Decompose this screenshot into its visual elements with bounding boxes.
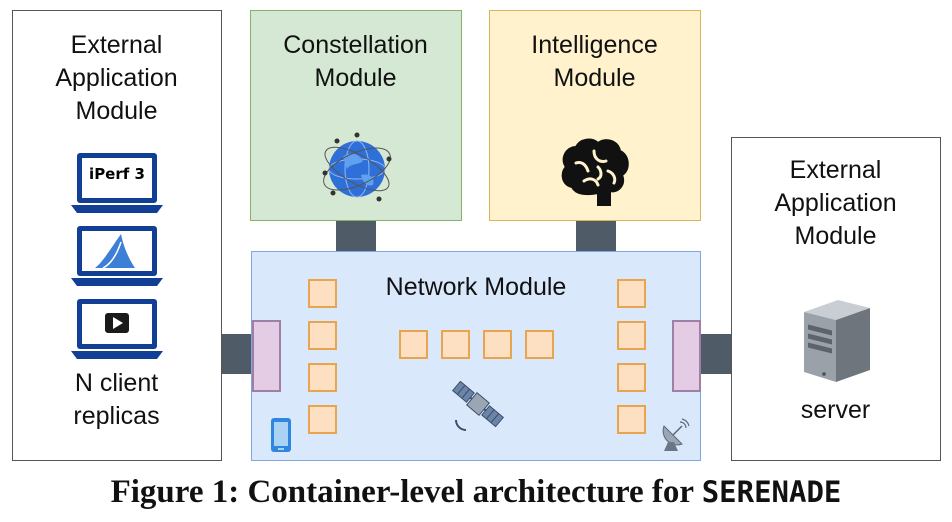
connector-network-right bbox=[700, 334, 732, 374]
right-module-title-line-3: Module bbox=[794, 222, 877, 250]
wireshark-laptop-icon bbox=[69, 224, 165, 290]
constellation-title-line-1: Constellation bbox=[283, 31, 428, 59]
left-module-title-line-2: Application bbox=[55, 64, 178, 92]
intelligence-module: Intelligence Module bbox=[489, 10, 701, 221]
right-module-title-line-1: External bbox=[789, 156, 882, 184]
network-node bbox=[617, 405, 646, 434]
left-module-title-line-1: External bbox=[70, 31, 163, 59]
constellation-module: Constellation Module bbox=[250, 10, 462, 221]
intelligence-title-line-2: Module bbox=[553, 64, 636, 92]
iperf3-label: iPerf 3 bbox=[89, 165, 145, 183]
connector-left-network bbox=[221, 334, 253, 374]
network-left-port bbox=[252, 320, 281, 392]
caption-prefix: Figure 1: Container-level architecture f… bbox=[110, 474, 694, 510]
network-node bbox=[308, 405, 337, 434]
figure-caption: Figure 1: Container-level architecture f… bbox=[0, 474, 952, 511]
connector-intelligence-network bbox=[576, 220, 616, 252]
phone-icon bbox=[270, 417, 292, 453]
brain-icon bbox=[558, 137, 632, 207]
connector-constellation-network bbox=[336, 220, 376, 252]
network-module-title: Network Module bbox=[385, 273, 567, 301]
left-external-application-module: External Application Module iPerf 3 N bbox=[12, 10, 222, 461]
ground-station-icon bbox=[658, 418, 690, 452]
iperf3-laptop-icon: iPerf 3 bbox=[69, 151, 165, 217]
intelligence-title-line-1: Intelligence bbox=[531, 31, 658, 59]
client-replicas-line-1: N client bbox=[74, 369, 159, 397]
network-node bbox=[308, 321, 337, 350]
video-player-laptop-icon bbox=[69, 297, 165, 363]
server-icon bbox=[798, 298, 874, 384]
caption-system-name: SERENADE bbox=[701, 475, 842, 509]
network-node bbox=[525, 330, 554, 359]
network-node bbox=[441, 330, 470, 359]
network-node bbox=[483, 330, 512, 359]
client-replicas-line-2: replicas bbox=[73, 402, 160, 430]
satellite-icon bbox=[448, 376, 508, 432]
network-node bbox=[617, 321, 646, 350]
network-module: Network Module bbox=[251, 251, 701, 461]
globe-network-icon bbox=[317, 129, 397, 209]
right-external-application-module: External Application Module server bbox=[731, 137, 941, 461]
server-label: server bbox=[800, 396, 871, 424]
network-node bbox=[617, 363, 646, 392]
network-node bbox=[308, 363, 337, 392]
left-module-title-line-3: Module bbox=[75, 97, 158, 125]
right-module-title-line-2: Application bbox=[774, 189, 897, 217]
network-node bbox=[399, 330, 428, 359]
constellation-title-line-2: Module bbox=[314, 64, 397, 92]
network-node bbox=[308, 279, 337, 308]
network-node bbox=[617, 279, 646, 308]
network-right-port bbox=[672, 320, 701, 392]
